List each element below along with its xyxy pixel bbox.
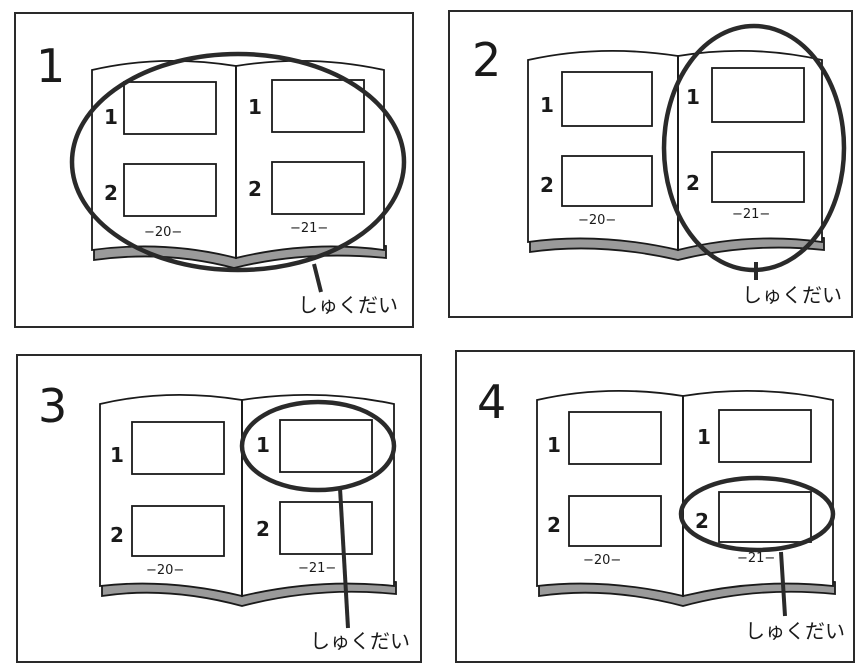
panel-1: 1 1 2 −20− 1 2 −21− しゅくだい bbox=[14, 12, 414, 328]
right-item-number: 2 bbox=[686, 171, 700, 195]
homework-label: しゅくだい bbox=[310, 629, 410, 653]
panel-4-drawing: 4 1 2 −20− 1 2 −21− しゅくだい bbox=[457, 352, 855, 665]
left-item-number: 1 bbox=[110, 443, 124, 467]
page-number-right: −21− bbox=[737, 551, 775, 566]
panel-number: 4 bbox=[477, 375, 506, 429]
left-item-number: 1 bbox=[104, 105, 118, 129]
right-item-number: 1 bbox=[256, 433, 270, 457]
panel-number: 2 bbox=[472, 33, 501, 87]
homework-label: しゅくだい bbox=[742, 283, 842, 307]
page-number-right: −21− bbox=[732, 207, 770, 222]
right-item-number: 2 bbox=[695, 509, 709, 533]
page-number-left: −20− bbox=[146, 563, 184, 578]
pointer-line bbox=[314, 264, 321, 292]
homework-label: しゅくだい bbox=[298, 293, 398, 317]
homework-label: しゅくだい bbox=[745, 619, 845, 643]
left-item-number: 2 bbox=[110, 523, 124, 547]
page-number-left: −20− bbox=[583, 553, 621, 568]
panel-3: 3 1 2 −20− 1 2 −21− しゅくだい bbox=[16, 354, 422, 663]
panel-2-drawing: 2 1 2 −20− 1 2 −21− しゅくだい bbox=[450, 12, 855, 320]
left-item-number: 1 bbox=[547, 433, 561, 457]
right-item-number: 1 bbox=[248, 95, 262, 119]
left-item-number: 2 bbox=[547, 513, 561, 537]
right-item-number: 1 bbox=[686, 85, 700, 109]
page-number-left: −20− bbox=[144, 225, 182, 240]
left-item-number: 2 bbox=[104, 181, 118, 205]
panel-4: 4 1 2 −20− 1 2 −21− しゅくだい bbox=[455, 350, 855, 663]
left-item-number: 2 bbox=[540, 173, 554, 197]
panel-number: 3 bbox=[38, 379, 67, 433]
right-item-number: 2 bbox=[256, 517, 270, 541]
panel-number: 1 bbox=[36, 39, 65, 93]
left-item-number: 1 bbox=[540, 93, 554, 117]
right-item-number: 2 bbox=[248, 177, 262, 201]
page-number-right: −21− bbox=[290, 221, 328, 236]
panel-1-drawing: 1 1 2 −20− 1 2 −21− しゅくだい bbox=[16, 14, 416, 330]
page-number-left: −20− bbox=[578, 213, 616, 228]
panel-2: 2 1 2 −20− 1 2 −21− しゅくだい bbox=[448, 10, 853, 318]
right-item-number: 1 bbox=[697, 425, 711, 449]
panel-3-drawing: 3 1 2 −20− 1 2 −21− しゅくだい bbox=[18, 356, 424, 665]
page-number-right: −21− bbox=[298, 561, 336, 576]
